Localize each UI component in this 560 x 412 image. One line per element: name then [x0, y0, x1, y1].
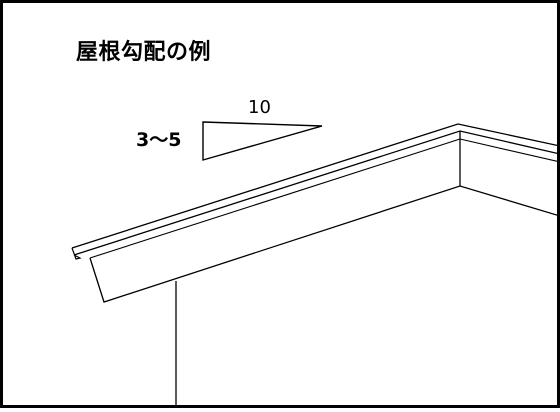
slope-triangle: [203, 122, 322, 160]
fascia-board: [90, 186, 560, 302]
fascia-inner-line: [90, 139, 460, 258]
roof-end-cap: [72, 248, 80, 259]
frame-border: [2, 2, 559, 407]
roof-ridge-line: [72, 124, 560, 248]
diagram-title: 屋根勾配の例: [76, 40, 212, 65]
slope-run-label: 10: [248, 97, 271, 118]
slope-rise-label: 3〜5: [136, 129, 182, 151]
eave-right-inner: [460, 139, 560, 162]
